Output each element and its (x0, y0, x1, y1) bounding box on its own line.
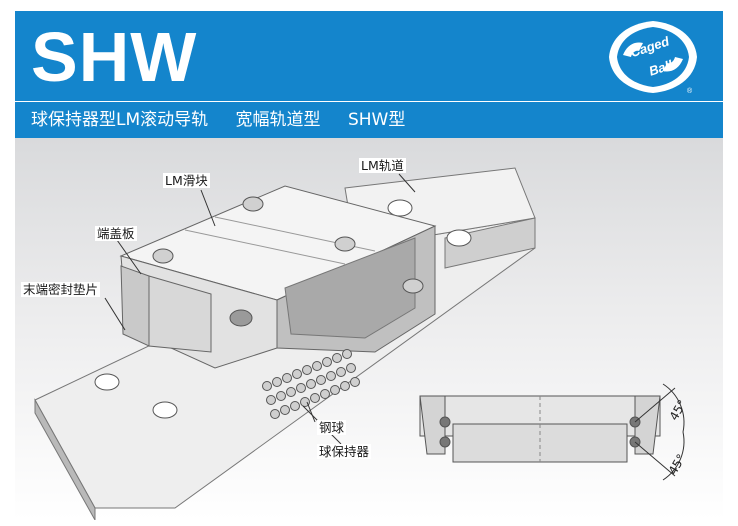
caged-ball-logo: Caged Ball ® (609, 21, 697, 95)
cross-section-view (419, 395, 661, 463)
page-subtitle: 球保持器型LM滚动导轨 宽幅轨道型 SHW型 (31, 106, 427, 134)
label-end-plate: 端盖板 (95, 226, 137, 241)
page-title: SHW (31, 18, 198, 96)
block-hole-5 (229, 309, 253, 327)
end-plate-shape (148, 275, 212, 353)
end-seal-shape (120, 265, 150, 347)
banner-divider (15, 101, 723, 102)
subtitle-part-2: 宽幅轨道型 (235, 110, 321, 130)
subtitle-part-1: 球保持器型LM滚动导轨 (31, 110, 209, 130)
angle-upper: 45° (667, 397, 690, 422)
angle-indicators (634, 383, 685, 481)
lm-guide-illustration: 45° 45° (34, 167, 690, 520)
rail-hole-3 (387, 199, 413, 217)
lm-rail-end (444, 217, 536, 269)
block-hole-4 (402, 278, 424, 294)
angle-lower: 45° (666, 452, 689, 477)
rail-hole-1 (94, 373, 120, 391)
header-banner: SHW 球保持器型LM滚动导轨 宽幅轨道型 SHW型 Caged Ball ® (15, 11, 723, 138)
rail-hole-4 (446, 229, 472, 247)
product-figure: 45° 45° LM滑块 LM轨道 端盖板 末端密封垫片 钢球 球保持器 (15, 138, 723, 520)
subtitle-part-3: SHW型 (347, 110, 406, 130)
block-hole-2 (334, 236, 356, 252)
label-end-seal: 末端密封垫片 (21, 282, 101, 297)
cutaway-inner (284, 237, 416, 339)
block-groove-1 (184, 229, 346, 265)
ball-chain (262, 349, 360, 419)
block-hole-3 (152, 248, 174, 264)
lm-rail-side (34, 398, 96, 520)
label-lm-block: LM滑块 (163, 173, 210, 188)
label-lm-rail: LM轨道 (359, 158, 406, 173)
rail-hole-2 (152, 401, 178, 419)
block-hole-1 (242, 196, 264, 212)
section-rail (452, 423, 628, 463)
logo-registered: ® (687, 87, 693, 95)
label-ball-cage: 球保持器 (317, 444, 372, 459)
logo-line2: Ball (647, 57, 675, 79)
label-steel-ball: 钢球 (317, 420, 347, 435)
